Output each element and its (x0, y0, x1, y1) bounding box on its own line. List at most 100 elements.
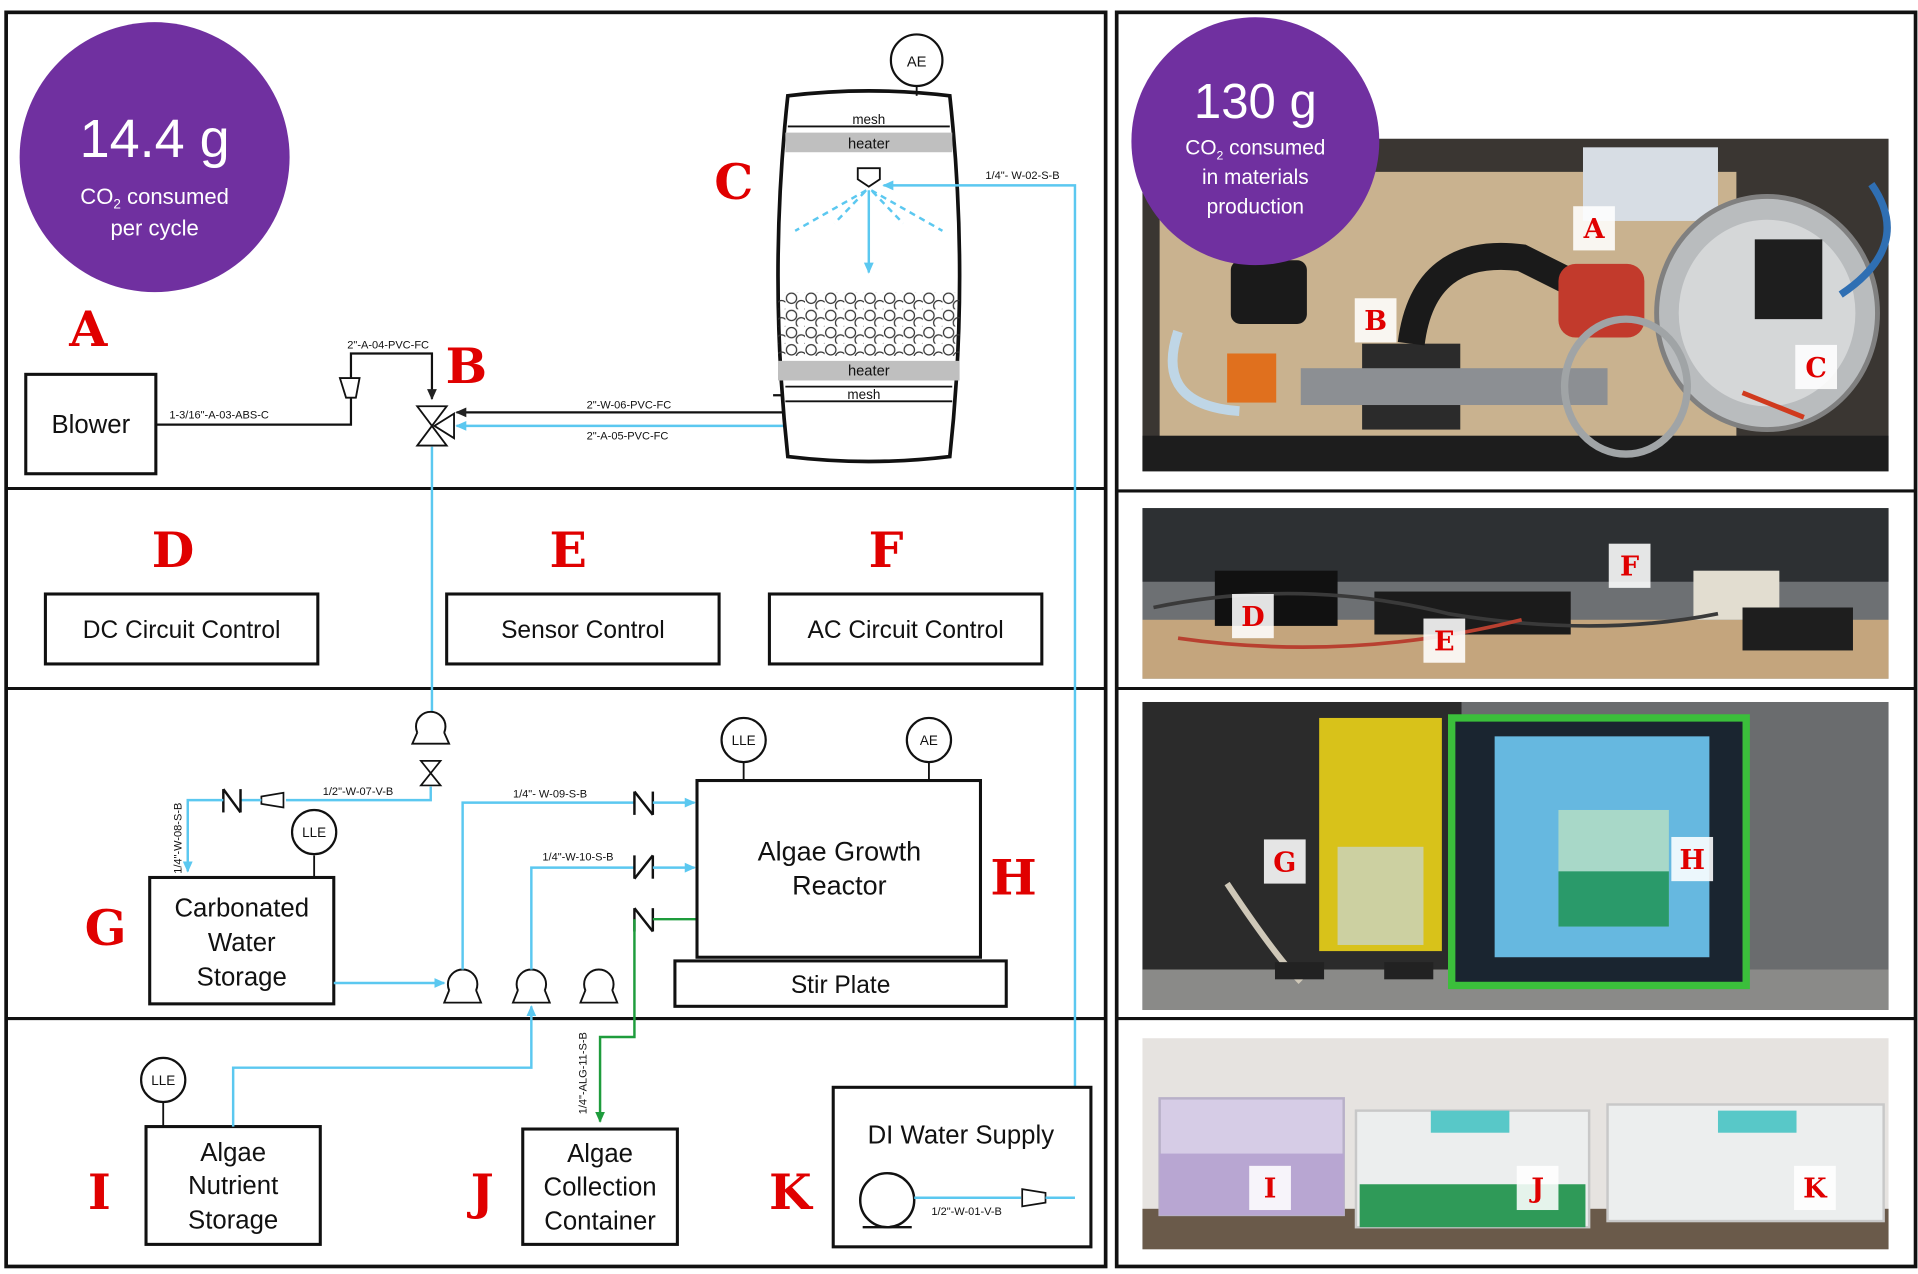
letter-j: J (467, 1163, 494, 1221)
pipe-w10 (530, 866, 635, 970)
photo-tag-h: H (1679, 845, 1705, 876)
co2-stat-circle (19, 22, 290, 293)
pipe-nutrient-feed (231, 1005, 537, 1127)
pipe-label-w09: 1/4"- W-09-S-B (513, 789, 587, 801)
nutrient-line-2: Nutrient (188, 1172, 278, 1200)
pipe-label-w07: 1/2"-W-07-V-B (323, 786, 394, 798)
lle-sensor-reactor (720, 716, 767, 764)
reducer-icon-w07 (260, 791, 285, 809)
ac-circuit-control-label: AC Circuit Control (807, 617, 1003, 644)
pipe-w09 (461, 801, 635, 970)
pipe-w07 (285, 786, 432, 802)
ae-sensor-column-label: AE (907, 54, 927, 70)
schematic-panel: 14.4 g CO2 consumed per cycle A B C Blow… (4, 10, 1108, 1269)
ae-sensor-reactor (905, 716, 953, 764)
heater-top-band (785, 132, 953, 153)
heater-bottom-label: heater (848, 364, 890, 380)
lle-sensor-nutrient (140, 1056, 187, 1104)
letter-b: B (446, 337, 487, 395)
supply-section: I J K Algae Nutrient Storage LLE Algae C… (88, 1005, 1093, 1249)
three-way-valve-icon (415, 405, 455, 447)
packing-bed (777, 292, 960, 356)
photo-controls: D E F (1142, 508, 1889, 679)
materials-stat-line1: CO2 consumed (1185, 137, 1325, 163)
letter-k: K (769, 1163, 814, 1221)
pipe-alg11 (595, 919, 636, 1123)
pipe-label-w01: 1/2"-W-01-V-B (931, 1206, 1002, 1218)
materials-stat-circle (1131, 17, 1380, 266)
pump-icon-3 (579, 968, 619, 1004)
photo-tag-a: A (1583, 214, 1606, 245)
pipe-label-bypass: 2"-A-04-PVC-FC (347, 340, 429, 352)
sensor-control-box (445, 592, 721, 666)
algae-growth-reactor-box (695, 778, 983, 959)
pump-icon-1 (442, 968, 483, 1004)
storage-line-1: Carbonated (174, 895, 309, 923)
algae-collection-container-box (521, 1127, 679, 1246)
pipe-w08 (182, 798, 224, 873)
reducer-icon (338, 377, 361, 399)
lle-sensor-storage-label: LLE (302, 825, 326, 840)
pump-icon-main (410, 710, 451, 745)
letter-h: H (990, 849, 1036, 907)
letter-g: G (85, 899, 127, 957)
reducer-icon-w01 (1021, 1188, 1047, 1208)
pipe-label-return-lower: 2"-A-05-PVC-FC (587, 430, 669, 442)
blower-label: Blower (51, 411, 130, 439)
materials-stat-line2: in materials (1202, 166, 1309, 189)
photo-algae: G H (1142, 701, 1889, 1011)
reactor-line-2: Reactor (792, 871, 887, 901)
photo-tag-b: B (1364, 306, 1387, 337)
blower-box (24, 372, 158, 476)
letter-e: E (549, 521, 586, 579)
heater-bottom-band (777, 360, 960, 381)
collection-line-3: Container (544, 1208, 656, 1236)
co2-stat-line2: per cycle (110, 216, 198, 241)
pipe-label-spray: 1/4"- W-02-S-B (985, 170, 1059, 182)
pipe-spray-line (882, 180, 1077, 1197)
photo-tag-f: F (1620, 552, 1639, 583)
nutrient-line-3: Storage (188, 1206, 278, 1234)
heater-top-label: heater (848, 137, 890, 153)
controls-section: D E F DC Circuit Control Sensor Control … (43, 521, 1044, 666)
ac-circuit-control-box (767, 592, 1044, 666)
pipe-label-alg11: 1/4"-ALG-11-S-B (578, 1032, 590, 1114)
carbonated-water-storage-box (148, 875, 336, 1006)
gate-valve-icon (419, 760, 443, 787)
pipe-label-return-upper: 2"-W-06-PVC-FC (587, 400, 672, 412)
pipe-label-w10: 1/4"-W-10-S-B (542, 851, 613, 863)
reactor-line-1: Algae Growth (758, 836, 922, 866)
photo-tag-d: D (1241, 602, 1264, 633)
mesh-top-label: mesh (852, 112, 885, 127)
photo-tag-e: E (1434, 626, 1455, 657)
dc-circuit-control-box (43, 592, 320, 666)
materials-stat-line3: production (1207, 196, 1304, 219)
sensor-control-label: Sensor Control (501, 617, 665, 644)
photo-tag-g: G (1273, 847, 1296, 878)
storage-line-3: Storage (197, 963, 287, 991)
letter-d: D (152, 521, 195, 579)
ae-sensor-reactor-label: AE (920, 733, 938, 748)
pipe-label-w08: 1/4"-W-08-S-B (173, 803, 185, 874)
photo-supply: I J K (1142, 1038, 1889, 1250)
di-water-supply-label: DI Water Supply (868, 1122, 1055, 1150)
spray-nozzle-icon (856, 167, 881, 188)
dc-circuit-control-label: DC Circuit Control (83, 617, 281, 644)
pipe-blower-line (155, 397, 353, 426)
materials-stat-value: 130 g (1194, 75, 1317, 129)
letter-c: C (714, 153, 753, 211)
co2-stat-value: 14.4 g (80, 109, 230, 169)
algae-nutrient-storage-box (144, 1125, 322, 1246)
lle-sensor-storage (290, 808, 338, 856)
photo-tag-a-bg (1573, 206, 1615, 251)
lle-sensor-nutrient-label: LLE (151, 1073, 175, 1088)
letter-a: A (68, 300, 108, 358)
ae-sensor-column (889, 33, 944, 88)
di-water-supply-box (831, 1085, 1093, 1249)
stir-plate-box (673, 959, 1008, 1008)
mesh-bottom-label: mesh (847, 387, 880, 402)
letter-i: I (88, 1163, 111, 1221)
pipe-bypass-line (349, 352, 437, 401)
